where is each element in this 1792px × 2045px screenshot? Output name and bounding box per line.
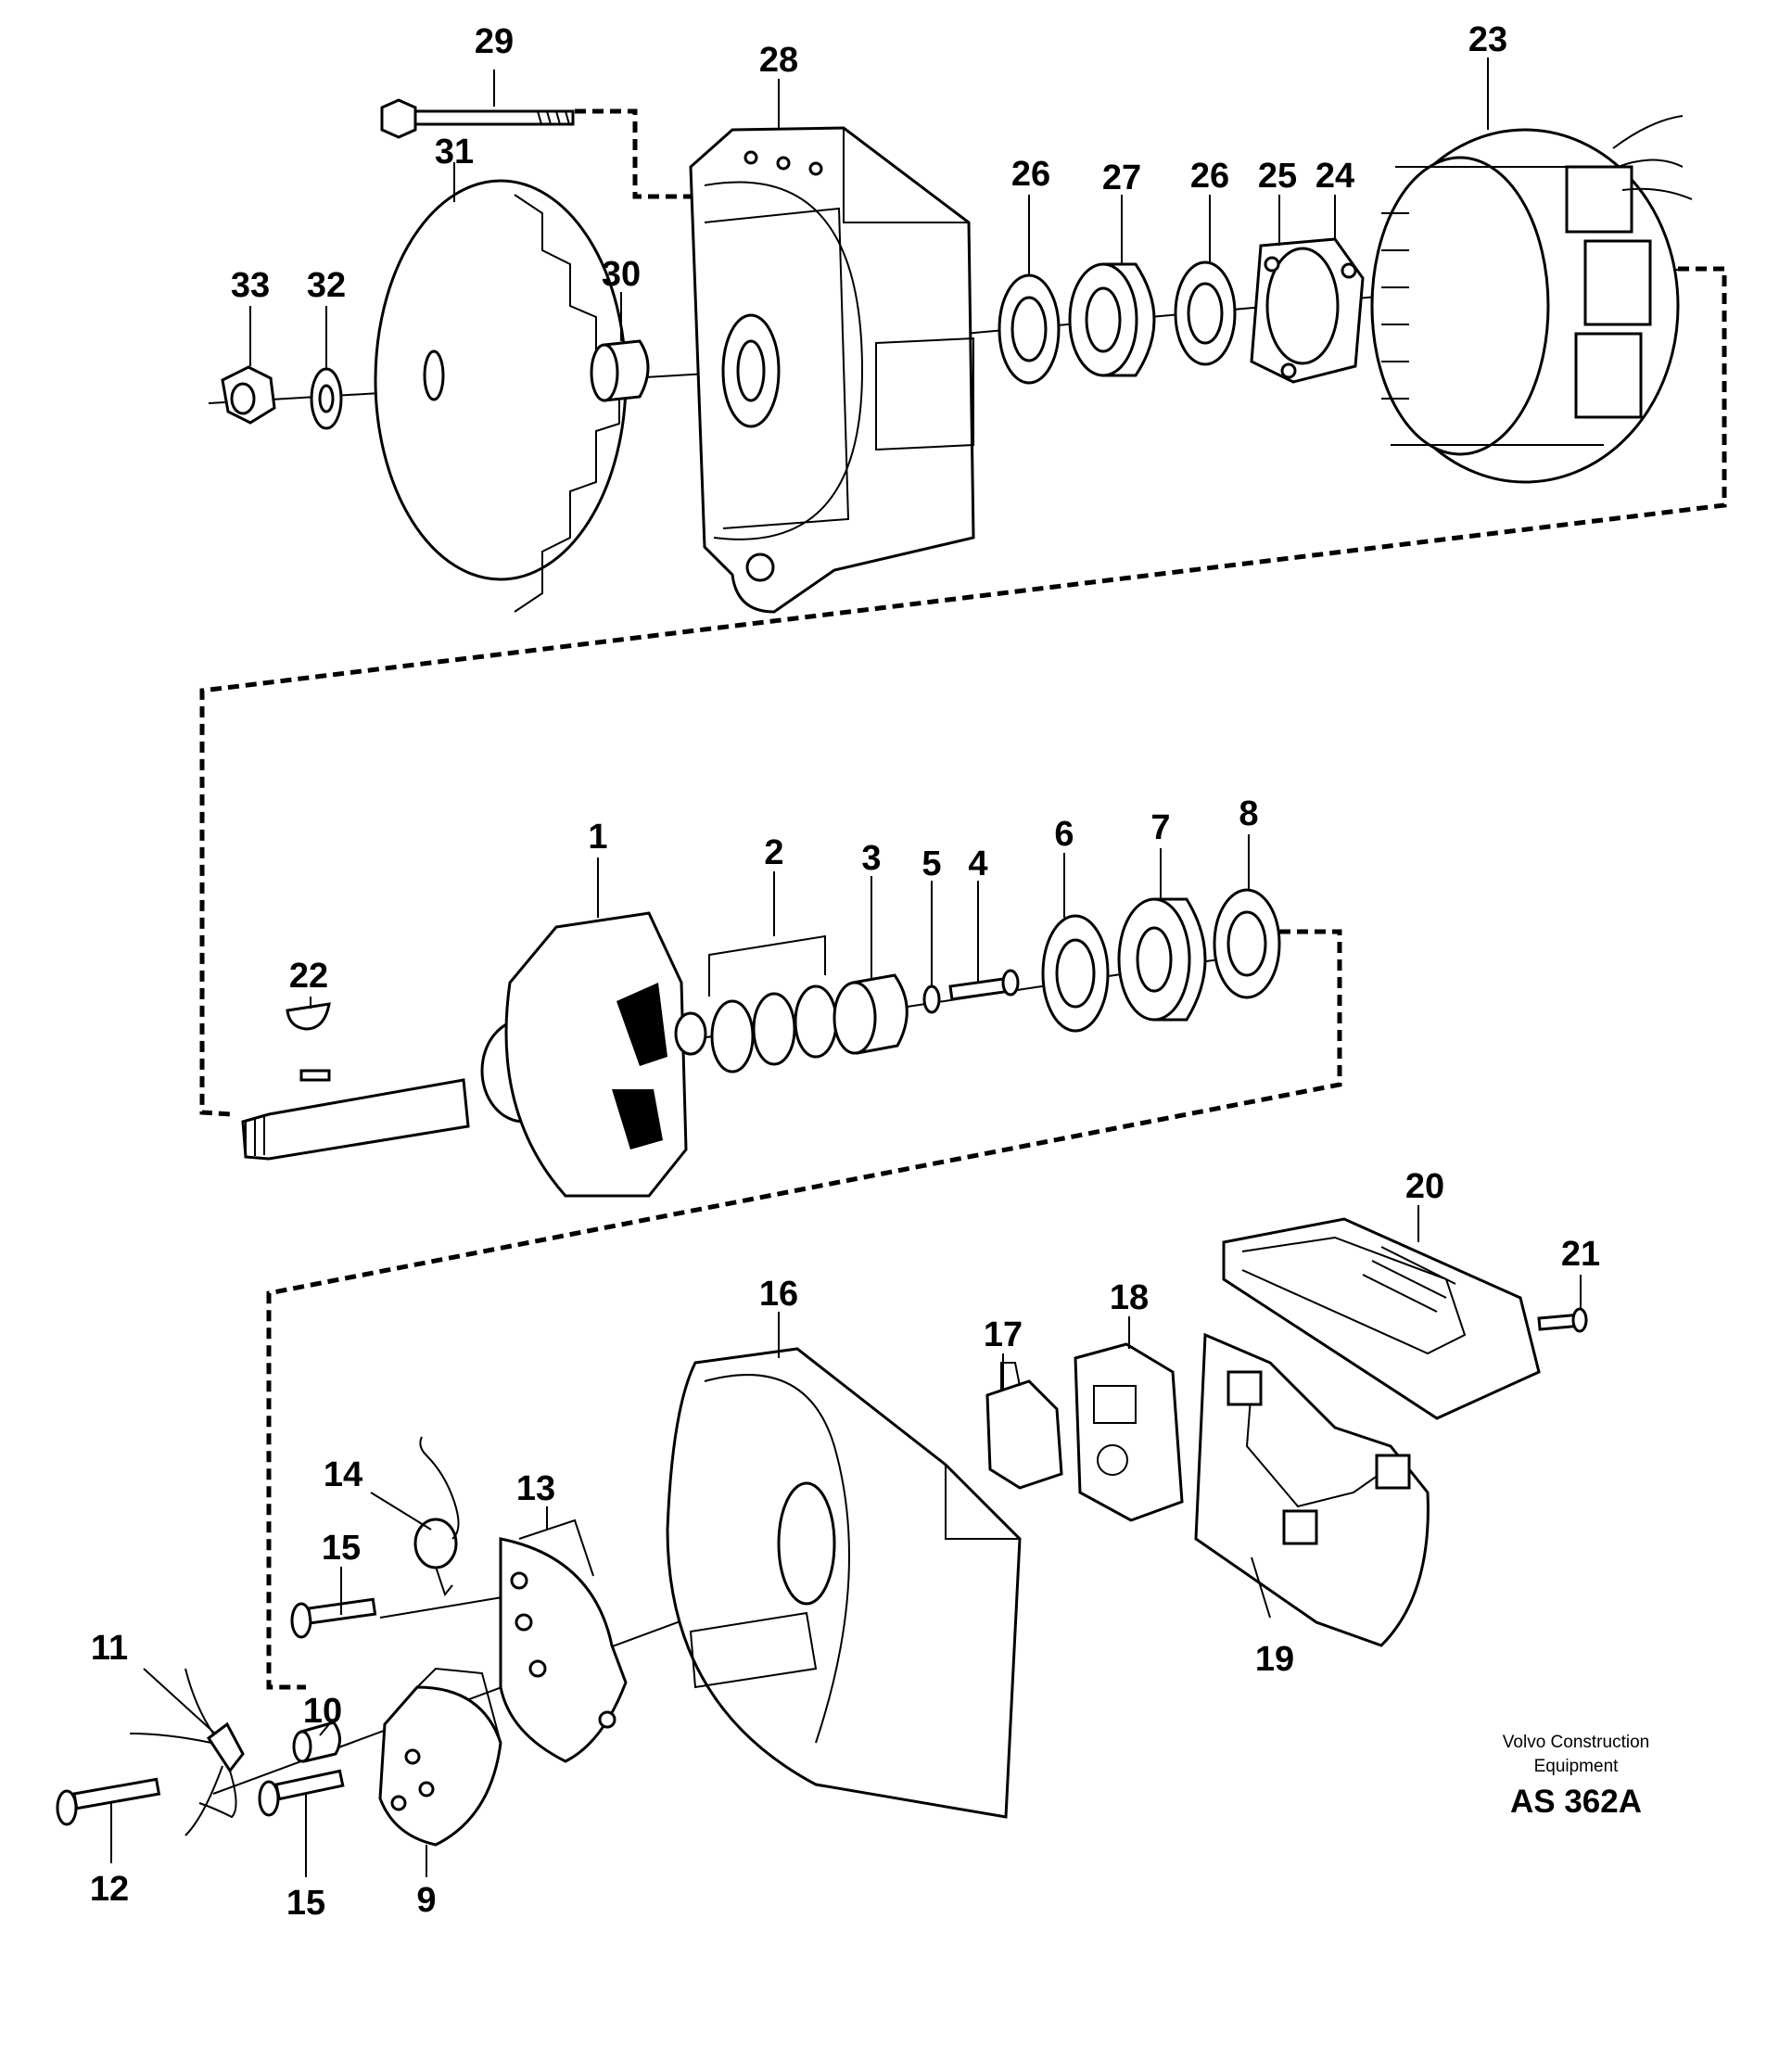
callout-5: 5: [921, 845, 941, 883]
callout-12: 12: [90, 1870, 129, 1909]
fan-31: [374, 179, 628, 613]
sleeve-3: [832, 973, 909, 1055]
bolt-29: [380, 98, 575, 139]
callout-33: 33: [231, 266, 270, 305]
callout-32: 32: [307, 266, 346, 305]
callout-17: 17: [984, 1315, 1023, 1354]
callout-27: 27: [1102, 159, 1141, 197]
screw-15b: [258, 1769, 345, 1817]
bearing-26a: [998, 273, 1061, 385]
connector-section1-section2: [199, 266, 1727, 1117]
callout-30: 30: [602, 255, 641, 294]
end-shield-16: [666, 1347, 1022, 1819]
callout-31: 31: [435, 133, 474, 171]
connector-section2-section3: [266, 929, 1342, 1690]
callout-labels: 1 2 3 4 5 6 7 8 9 10 11 12 13 14 15 15 1…: [90, 20, 1600, 1923]
connector-29-28: [575, 108, 705, 199]
bearing-26b: [1174, 260, 1237, 366]
regulator-18: [1074, 1342, 1184, 1522]
washer-5: [922, 984, 941, 1014]
callout-3: 3: [861, 839, 881, 878]
callout-24: 24: [1315, 157, 1354, 196]
callout-11: 11: [91, 1629, 128, 1668]
callout-23: 23: [1468, 20, 1507, 59]
slip-rings-2: [708, 934, 838, 1073]
callout-2: 2: [764, 833, 783, 872]
callout-29: 29: [475, 22, 514, 61]
sleeve-10: [292, 1721, 341, 1763]
connector-17: [985, 1362, 1063, 1490]
callout-15a: 15: [322, 1529, 361, 1568]
screw-4: [948, 969, 1020, 1001]
callout-19: 19: [1255, 1640, 1294, 1679]
callout-18: 18: [1110, 1278, 1149, 1317]
nut-33: [221, 365, 276, 425]
drawing-code: AS 362A: [1510, 1784, 1642, 1820]
spacer-30: [590, 339, 650, 402]
callout-13: 13: [516, 1469, 555, 1508]
callout-16: 16: [759, 1275, 798, 1314]
callout-26a: 26: [1011, 155, 1050, 194]
bearing-8: [1213, 888, 1281, 999]
capacitor-14: [413, 1436, 460, 1597]
callout-6: 6: [1054, 815, 1074, 854]
brand-line-2: Equipment: [1534, 1757, 1620, 1776]
footer-branding: Volvo Construction Equipment AS 362A: [1503, 1733, 1649, 1820]
callout-9: 9: [416, 1881, 436, 1920]
callout-8: 8: [1239, 794, 1258, 833]
callout-14: 14: [324, 1455, 362, 1494]
callout-10: 10: [303, 1692, 342, 1731]
callout-20: 20: [1405, 1167, 1444, 1206]
brush-holder-13: [499, 1518, 628, 1763]
callout-22: 22: [289, 957, 328, 996]
callout-28: 28: [759, 41, 798, 80]
callout-21: 21: [1561, 1235, 1600, 1274]
rotor-1: [241, 911, 707, 1198]
washer-32: [310, 367, 343, 430]
rectifier-9: [378, 1667, 502, 1847]
terminal-11: [129, 1668, 245, 1836]
axis-brush: [379, 1594, 520, 1619]
retainer-25-24: [1250, 237, 1365, 384]
brand-line-1: Volvo Construction: [1503, 1733, 1649, 1752]
cover-20: [1222, 1217, 1541, 1420]
callout-25: 25: [1258, 157, 1297, 196]
key-22: [286, 1002, 331, 1031]
callout-1: 1: [588, 818, 607, 857]
ball-bearing-7: [1117, 897, 1207, 1022]
stator-23: [1370, 115, 1693, 484]
ball-bearing-27: [1068, 262, 1156, 377]
callout-26b: 26: [1190, 157, 1229, 196]
callout-4: 4: [968, 845, 987, 883]
leader-lines: [110, 57, 1582, 1877]
screw-21: [1537, 1307, 1588, 1333]
callout-15b: 15: [286, 1884, 325, 1923]
callout-7: 7: [1150, 808, 1170, 847]
end-shield-28: [689, 126, 975, 614]
bearing-6: [1041, 914, 1110, 1033]
screw-15a: [290, 1597, 377, 1639]
screw-12: [56, 1777, 161, 1826]
